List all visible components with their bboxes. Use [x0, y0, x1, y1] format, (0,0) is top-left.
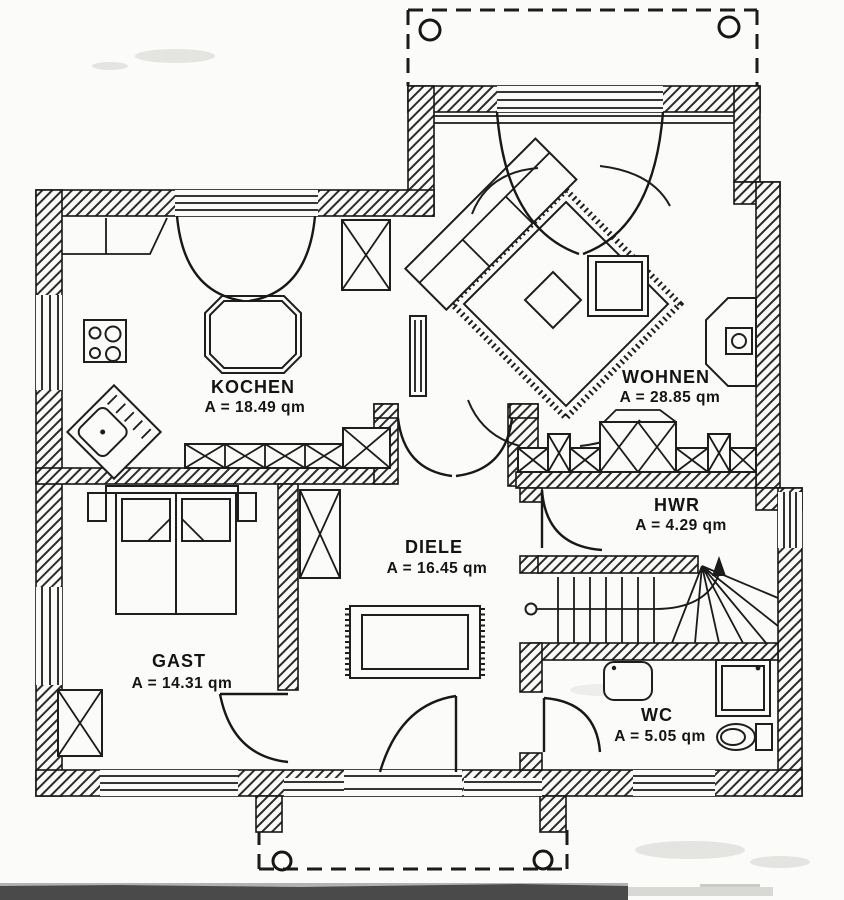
bed-right [175, 492, 237, 615]
scan-artifacts [0, 883, 773, 900]
sideboard [517, 409, 757, 473]
kitchen-sink [65, 383, 163, 481]
wc-door [542, 696, 602, 753]
hwr-door [540, 489, 603, 552]
room-name-wohnen: WOHNEN [622, 367, 710, 387]
porch-outline [257, 830, 569, 872]
room-area-wc: A = 5.05 qm [614, 728, 706, 745]
porch-column-left [271, 850, 293, 872]
terrace-french-door [495, 111, 665, 256]
terrace-column-right [717, 15, 741, 39]
nightstand-right [237, 492, 257, 522]
front-door [378, 694, 458, 773]
paper-smudges [92, 49, 810, 868]
room-name-gast: GAST [152, 651, 206, 671]
hall-rug [345, 605, 485, 679]
room-area-gast: A = 14.31 qm [132, 675, 233, 692]
dining-table [204, 295, 302, 374]
room-name-kochen: KOCHEN [211, 377, 295, 397]
stair-up-arrow [712, 556, 726, 576]
guest-room-furniture [57, 485, 257, 757]
room-name-diele: DIELE [405, 537, 463, 557]
guest-door [218, 692, 289, 764]
porch-column-right [532, 849, 554, 871]
room-area-kochen: A = 18.49 qm [205, 399, 306, 416]
toilet [716, 723, 756, 751]
wc-fixtures [603, 659, 773, 751]
hall-double-door [396, 417, 514, 478]
doors [218, 111, 665, 773]
room-labels: KOCHEN A = 18.49 qm WOHNEN A = 28.85 qm … [132, 367, 727, 745]
room-area-hwr: A = 4.29 qm [635, 517, 727, 534]
sofa [403, 137, 578, 312]
terrace-column-left [418, 18, 442, 42]
kitchen-furniture [62, 215, 391, 481]
hall-furniture [299, 489, 485, 679]
living-room-furniture [403, 137, 757, 473]
side-table [523, 270, 583, 330]
square-table [587, 255, 649, 317]
room-area-wohnen: A = 28.85 qm [620, 389, 721, 406]
room-name-wc: WC [641, 705, 673, 725]
fireplace [705, 297, 757, 387]
bed-left [115, 492, 177, 615]
toilet-tank [755, 723, 773, 751]
windows [36, 86, 802, 796]
bed-headboard [105, 485, 239, 494]
staircase [524, 556, 779, 644]
stair-newel [524, 602, 538, 616]
shower [715, 659, 771, 717]
terrace-outline [406, 8, 759, 180]
wc-sink [603, 661, 653, 701]
room-name-hwr: HWR [654, 495, 700, 515]
stair-walk-line [536, 573, 720, 610]
nightstand-left [87, 492, 107, 522]
room-area-diele: A = 16.45 qm [387, 560, 488, 577]
